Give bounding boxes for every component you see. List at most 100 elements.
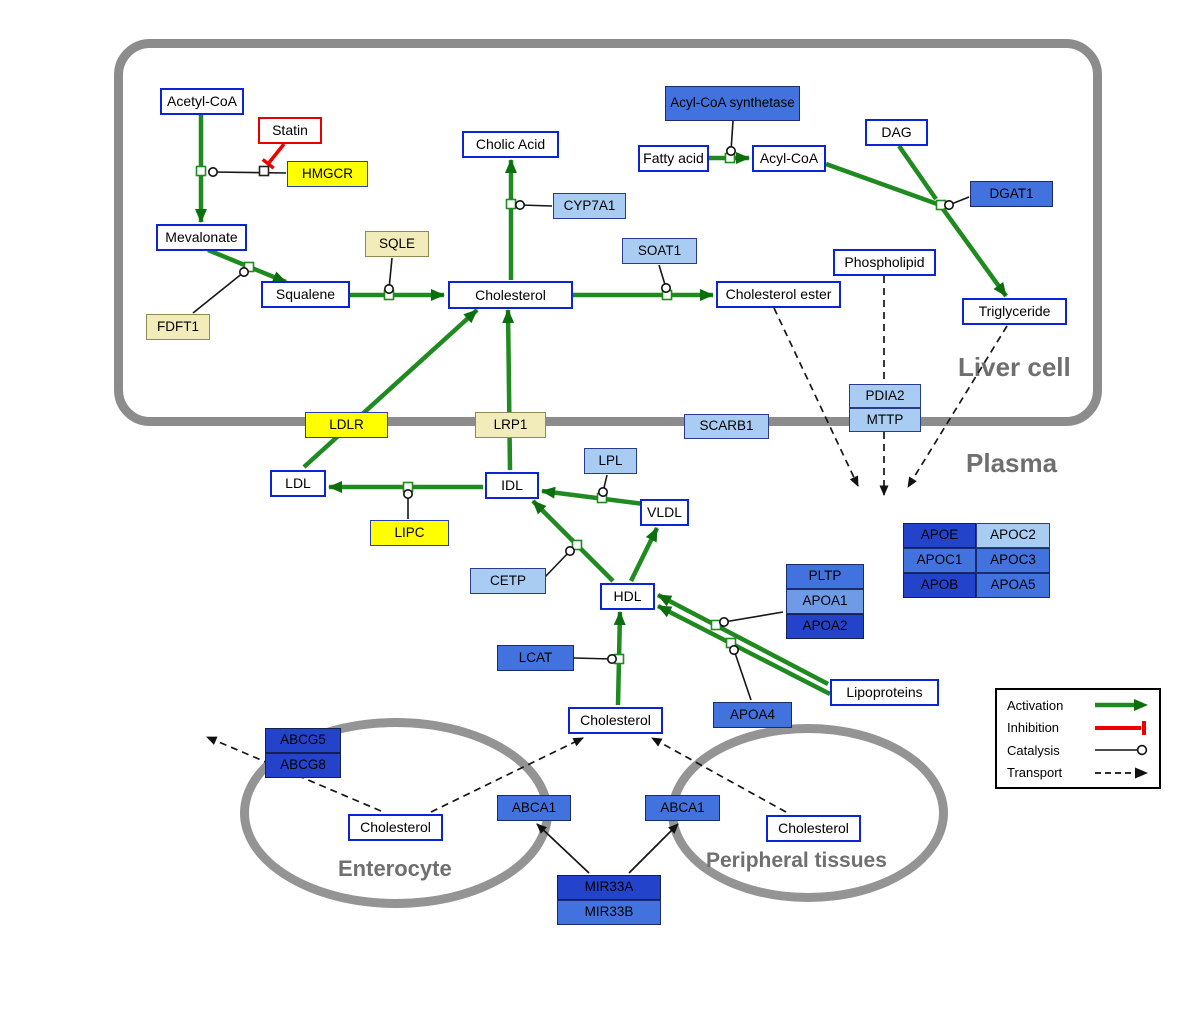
reaction-anchor (725, 637, 737, 649)
node-pdia2[interactable]: PDIA2 (849, 384, 921, 408)
node-cholesterol-enterocyte[interactable]: Cholesterol (348, 814, 443, 841)
reaction-anchor (613, 653, 625, 665)
edge-triglyceride-transport (907, 325, 1008, 488)
edge-dgat-junction-triglyceride (941, 207, 1008, 298)
node-mevalonate[interactable]: Mevalonate (156, 224, 247, 251)
node-abca1-peripheral[interactable]: ABCA1 (645, 795, 720, 821)
node-hmgcr[interactable]: HMGCR (287, 161, 368, 187)
node-ldlr[interactable]: LDLR (305, 412, 388, 438)
node-cholesterol-liver[interactable]: Cholesterol (448, 281, 573, 309)
node-cholesterol-peripheral[interactable]: Cholesterol (766, 815, 861, 842)
node-abca1-enterocyte[interactable]: ABCA1 (497, 795, 571, 821)
edge-mir33-abca1-right (628, 823, 679, 874)
edge-idl-cholesterol (502, 309, 515, 471)
reaction-anchor (258, 165, 270, 177)
node-cetp[interactable]: CETP (470, 568, 546, 594)
edge-lcat-catalysis (573, 654, 617, 664)
reaction-anchor (571, 539, 583, 551)
peripheral-tissues-label: Peripheral tissues (706, 849, 887, 872)
edge-cholesterol-biliary-transport (206, 736, 382, 812)
node-apob[interactable]: APOB (903, 573, 976, 598)
node-abcg5[interactable]: ABCG5 (265, 728, 341, 753)
reaction-anchor (195, 165, 207, 177)
legend-row-transport: Transport (1007, 765, 1151, 781)
node-acetyl-coa[interactable]: Acetyl-CoA (160, 88, 244, 115)
node-phospholipid[interactable]: Phospholipid (833, 249, 936, 276)
edge-enterocyte-cholesterol-efflux (430, 737, 584, 813)
legend-row-catalysis: Catalysis (1007, 742, 1151, 758)
node-abcg8[interactable]: ABCG8 (265, 753, 341, 778)
legend-row-inhibition: Inhibition (1007, 720, 1151, 736)
plasma-label: Plasma (966, 448, 1058, 478)
legend-row-activation: Activation (1007, 697, 1151, 713)
node-cholesterol-ester[interactable]: Cholesterol ester (716, 281, 841, 308)
inhibition-tbar-icon (1095, 720, 1146, 735)
edge-apoa4-catalysis (729, 645, 752, 701)
node-sqle[interactable]: SQLE (365, 231, 429, 257)
node-acyl-coa[interactable]: Acyl-CoA (752, 145, 826, 172)
reaction-anchor (596, 492, 608, 504)
reaction-anchor (402, 481, 414, 493)
node-apoe[interactable]: APOE (903, 523, 976, 548)
edge-lpl-catalysis (598, 474, 608, 497)
node-fatty-acid[interactable]: Fatty acid (638, 145, 709, 172)
node-vldl[interactable]: VLDL (640, 499, 689, 526)
node-apoa2[interactable]: APOA2 (786, 614, 864, 639)
edge-cyp7a1-catalysis (515, 200, 553, 210)
reaction-anchor (383, 289, 395, 301)
node-squalene[interactable]: Squalene (261, 281, 350, 308)
node-mir33b[interactable]: MIR33B (557, 900, 661, 925)
node-cholesterol-plasma[interactable]: Cholesterol (568, 707, 663, 734)
node-apoa4[interactable]: APOA4 (713, 702, 792, 728)
reaction-anchor (710, 619, 722, 631)
node-acyl-coa-synthetase[interactable]: Acyl-CoA synthetase (665, 86, 800, 121)
node-dgat1[interactable]: DGAT1 (970, 181, 1053, 207)
node-hdl[interactable]: HDL (600, 583, 655, 610)
catalysis-circle-icon (1095, 745, 1148, 756)
activation-arrow-icon (1095, 699, 1148, 711)
node-apoc1[interactable]: APOC1 (903, 548, 976, 573)
node-soat1[interactable]: SOAT1 (622, 238, 697, 264)
node-dag[interactable]: DAG (865, 119, 928, 146)
node-apoc3[interactable]: APOC3 (976, 548, 1050, 573)
transport-dashed-arrow-icon (1095, 767, 1148, 779)
reaction-anchor (724, 152, 736, 164)
reaction-anchor (243, 261, 255, 273)
node-scarb1[interactable]: SCARB1 (684, 414, 769, 439)
edge-acylcoa-dgat-junction (825, 161, 941, 208)
node-lipoproteins[interactable]: Lipoproteins (830, 679, 939, 706)
edge-vldl-idl (541, 486, 645, 507)
node-mir33a[interactable]: MIR33A (557, 875, 661, 900)
node-lrp1[interactable]: LRP1 (475, 412, 546, 438)
node-cholic-acid[interactable]: Cholic Acid (462, 131, 559, 158)
node-apoa1[interactable]: APOA1 (786, 589, 864, 614)
edge-soat1-catalysis (658, 264, 671, 293)
legend-activation-label: Activation (1007, 697, 1064, 713)
node-mttp[interactable]: MTTP (849, 408, 921, 432)
node-cyp7a1[interactable]: CYP7A1 (553, 193, 626, 219)
node-apoa5[interactable]: APOA5 (976, 573, 1050, 598)
node-pltp[interactable]: PLTP (786, 564, 864, 589)
node-apoc2[interactable]: APOC2 (976, 523, 1050, 548)
node-lcat[interactable]: LCAT (497, 645, 574, 671)
legend-transport-label: Transport (1007, 765, 1063, 781)
edge-hmgcr-catalysis (208, 167, 287, 177)
node-statin[interactable]: Statin (258, 117, 322, 144)
edge-cetp-catalysis (543, 546, 575, 579)
enterocyte-label: Enterocyte (338, 856, 452, 881)
node-idl[interactable]: IDL (485, 472, 539, 499)
legend-catalysis-label: Catalysis (1007, 742, 1060, 758)
edge-sqle-catalysis (384, 257, 394, 294)
edge-cholesterylester-transport (773, 307, 859, 487)
node-fdft1[interactable]: FDFT1 (146, 314, 210, 340)
legend: Activation Inhibition Catalysis Transpor… (995, 688, 1161, 789)
edge-mir33-abca1-left (536, 823, 590, 874)
edge-ldl-cholesterol (302, 308, 479, 469)
node-triglyceride[interactable]: Triglyceride (962, 298, 1067, 325)
node-ldl[interactable]: LDL (270, 470, 326, 497)
node-lipc[interactable]: LIPC (370, 520, 449, 546)
edge-apoa-stack-catalysis (719, 611, 784, 627)
edge-hdl-vldl (628, 527, 660, 582)
node-lpl[interactable]: LPL (584, 448, 637, 474)
